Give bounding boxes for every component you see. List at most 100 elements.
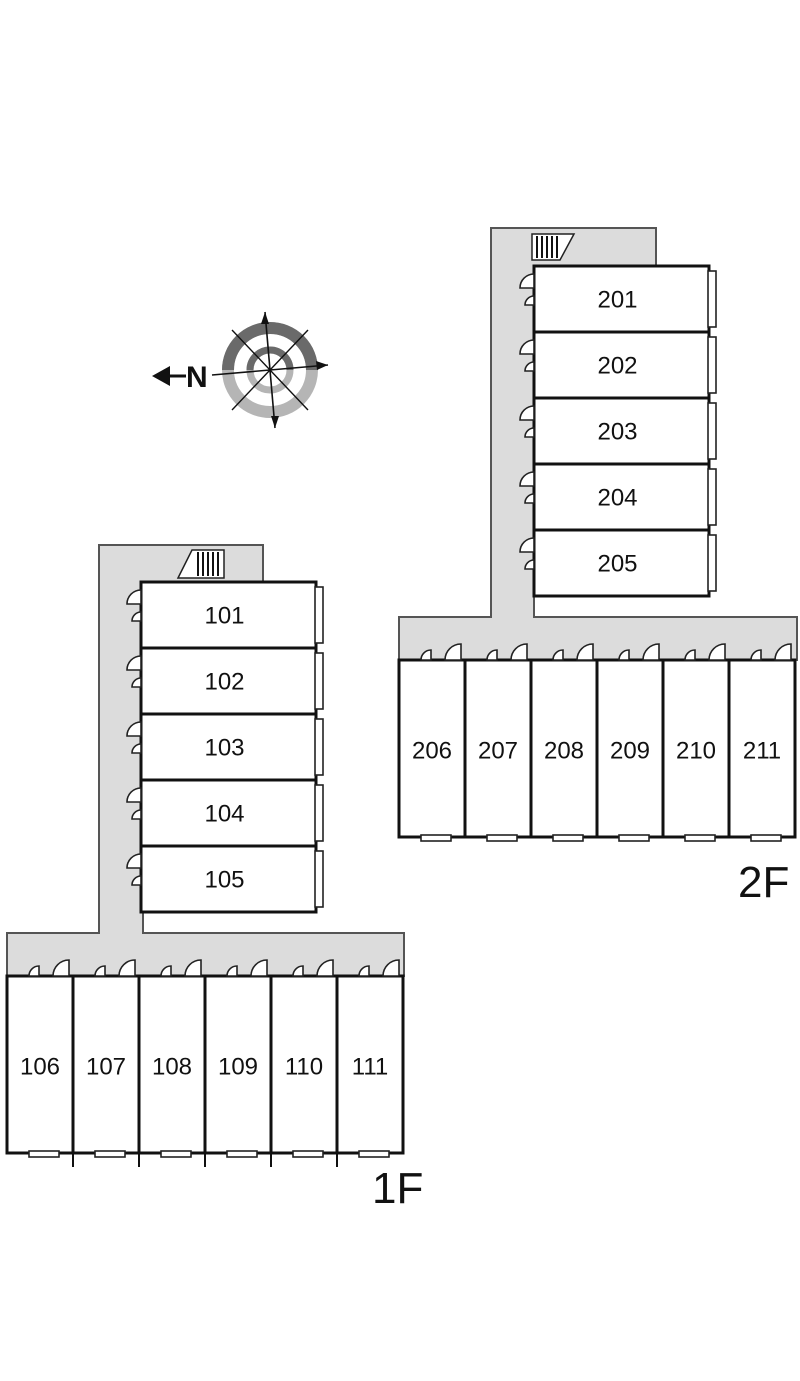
floor-2f: 201 202 203 204 205 206 207 208 209 210 211 2F — [397, 227, 798, 907]
room-208: 208 — [529, 643, 599, 842]
stairs-2f-icon — [531, 233, 576, 261]
window-icon — [707, 336, 717, 394]
room-label: 202 — [597, 352, 637, 379]
room-206: 206 — [397, 643, 467, 842]
door-icon — [774, 643, 792, 661]
room-label: 101 — [204, 602, 244, 629]
room-label: 207 — [478, 737, 518, 764]
door-icon — [552, 649, 564, 661]
door-icon — [519, 471, 535, 487]
door-icon — [708, 643, 726, 661]
door-icon — [642, 643, 660, 661]
room-108: 108 — [137, 959, 207, 1158]
room-outline — [532, 528, 711, 598]
stairs-1f-icon — [176, 549, 225, 579]
vertical-rooms-2f: 201 202 203 204 205 — [519, 264, 717, 598]
room-201: 201 — [519, 264, 717, 334]
room-210: 210 — [661, 643, 731, 842]
room-111: 111 — [335, 959, 405, 1158]
window-icon — [707, 402, 717, 460]
room-205: 205 — [519, 528, 717, 598]
window-icon — [707, 468, 717, 526]
door-icon — [576, 643, 594, 661]
door-icon — [131, 677, 142, 688]
room-107: 107 — [71, 959, 141, 1158]
room-label: 104 — [204, 800, 244, 827]
door-icon — [118, 959, 136, 977]
window-icon — [707, 534, 717, 592]
room-109: 109 — [203, 959, 273, 1158]
room-101: 101 — [126, 580, 324, 650]
door-icon — [226, 965, 238, 977]
room-label: 106 — [20, 1053, 60, 1080]
window-icon — [552, 834, 584, 842]
room-label: 211 — [743, 737, 781, 764]
room-label: 203 — [597, 418, 637, 445]
window-icon — [226, 1150, 258, 1158]
window-icon — [618, 834, 650, 842]
room-outline — [463, 658, 533, 839]
door-icon — [160, 965, 172, 977]
door-icon — [126, 655, 142, 671]
door-icon — [184, 959, 202, 977]
door-icon — [524, 427, 535, 438]
door-icon — [292, 965, 304, 977]
room-outline — [335, 974, 405, 1155]
door-icon — [250, 959, 268, 977]
room-211: 211 — [727, 643, 797, 842]
door-icon — [524, 361, 535, 372]
window-icon — [314, 784, 324, 842]
room-207: 207 — [463, 643, 533, 842]
room-outline — [5, 974, 75, 1155]
door-icon — [524, 493, 535, 504]
compass-north-arrow: N — [152, 361, 208, 394]
room-label: 111 — [352, 1053, 388, 1080]
door-icon — [131, 611, 142, 622]
room-label: 210 — [676, 737, 716, 764]
room-204: 204 — [519, 462, 717, 532]
room-outline — [397, 658, 467, 839]
room-106: 106 — [5, 959, 75, 1158]
door-icon — [486, 649, 498, 661]
room-110: 110 — [269, 959, 339, 1158]
room-203: 203 — [519, 396, 717, 466]
window-icon — [486, 834, 518, 842]
room-label: 109 — [218, 1053, 258, 1080]
door-icon — [126, 721, 142, 737]
door-icon — [52, 959, 70, 977]
door-icon — [750, 649, 762, 661]
door-icon — [131, 743, 142, 754]
door-icon — [126, 853, 142, 869]
door-icon — [126, 589, 142, 605]
door-icon — [519, 537, 535, 553]
room-label: 108 — [152, 1053, 192, 1080]
door-icon — [28, 965, 40, 977]
door-icon — [94, 965, 106, 977]
door-icon — [519, 405, 535, 421]
window-icon — [420, 834, 452, 842]
door-icon — [444, 643, 462, 661]
window-icon — [684, 834, 716, 842]
room-209: 209 — [595, 643, 665, 842]
floor-label-2f: 2F — [738, 858, 789, 907]
room-label: 208 — [544, 737, 584, 764]
door-icon — [524, 559, 535, 570]
room-label: 205 — [597, 550, 637, 577]
room-label: 204 — [597, 484, 637, 511]
room-label: 105 — [204, 866, 244, 893]
room-202: 202 — [519, 330, 717, 400]
window-icon — [314, 850, 324, 908]
door-icon — [131, 875, 142, 886]
horizontal-rooms-2f: 206 207 208 209 210 211 — [397, 643, 797, 842]
room-outline — [203, 974, 273, 1155]
window-icon — [707, 270, 717, 328]
door-icon — [316, 959, 334, 977]
door-icon — [519, 339, 535, 355]
door-icon — [420, 649, 432, 661]
door-icon — [684, 649, 696, 661]
window-icon — [28, 1150, 60, 1158]
window-icon — [314, 586, 324, 644]
compass-north-label: N — [186, 361, 208, 394]
